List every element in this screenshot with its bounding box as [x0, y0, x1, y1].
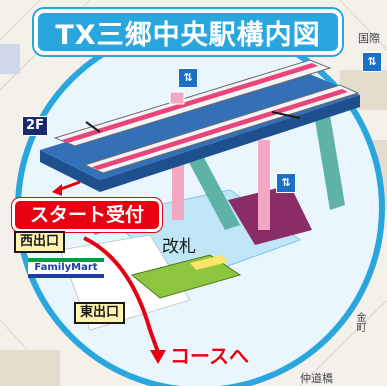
platform-deck [40, 70, 360, 180]
ticket-counter [190, 255, 228, 270]
map-side-label: 仲道橋 [300, 372, 333, 385]
pillar [258, 140, 270, 230]
page-title: TX三郷中央駅構内図 [34, 9, 342, 55]
direction-arrow [271, 111, 301, 119]
building-block [0, 350, 60, 386]
platform-deck-side [100, 95, 360, 192]
course-direction-label: コースへ [170, 344, 249, 368]
stair-box [169, 91, 185, 105]
route-hint-arrowhead [52, 184, 62, 196]
building-block [0, 44, 20, 74]
store-sign-stripe [28, 274, 104, 278]
map-side-label: 金町 [354, 312, 365, 332]
store-sign: FamilyMart [28, 258, 104, 278]
start-reception-label: スタート受付 [12, 198, 162, 232]
elevator-icon: ⇅ [276, 173, 296, 193]
west-exit-label: 西出口 [14, 231, 66, 253]
direction-arrow [85, 121, 101, 133]
platform-deck-side [40, 150, 100, 192]
train-lower [83, 84, 360, 174]
map-side-label: 国際 [358, 32, 380, 45]
route-line [83, 236, 160, 353]
east-exit-label: 東出口 [74, 302, 126, 324]
stairs [315, 115, 345, 210]
escalator [185, 150, 240, 230]
ticket-gate-label: 改札 [162, 237, 196, 257]
route-arrowhead [150, 350, 166, 364]
pillar [172, 160, 184, 220]
floor-label: 2F [22, 116, 48, 136]
store-sign-stripe [28, 258, 104, 262]
store-label: FamilyMart [28, 262, 104, 274]
elevator-icon: ⇅ [362, 52, 382, 72]
elevator-icon: ⇅ [178, 68, 198, 88]
train-upper [53, 59, 332, 147]
